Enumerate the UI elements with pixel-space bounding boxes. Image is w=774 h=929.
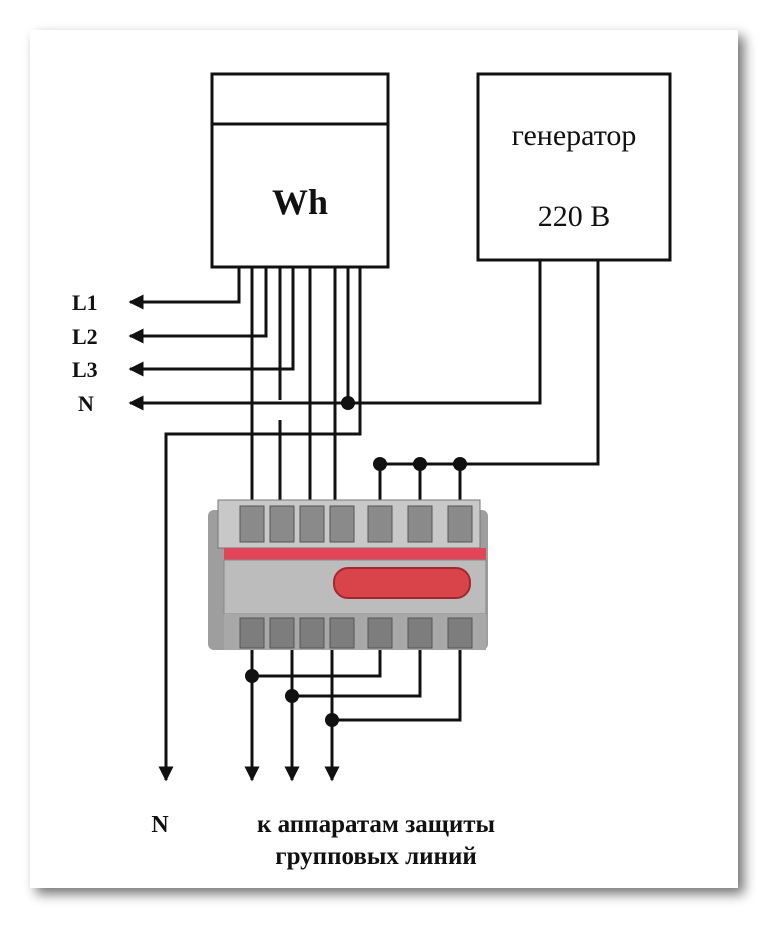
output-caption-line2: групповых линий bbox=[275, 843, 477, 870]
input-label-l1: L1 bbox=[72, 290, 98, 315]
junction-dot bbox=[341, 396, 355, 410]
output-caption-line1: к аппаратам защиты bbox=[257, 811, 495, 838]
junction-dot bbox=[285, 689, 299, 703]
junction-dot bbox=[325, 713, 339, 727]
junction-dot bbox=[245, 669, 259, 683]
junction-dot bbox=[413, 457, 427, 471]
junction-dot bbox=[453, 457, 467, 471]
switch-output-wires bbox=[244, 650, 462, 782]
switch-terminals-top bbox=[239, 505, 473, 543]
input-label-n: N bbox=[78, 391, 94, 416]
input-label-l2: L2 bbox=[72, 324, 98, 349]
input-wires: L1 L2 L3 N bbox=[72, 267, 362, 416]
switch-stripe bbox=[224, 548, 486, 560]
meter-box: Wh bbox=[210, 72, 390, 269]
neutral-output-wire bbox=[158, 403, 362, 782]
meter-to-switch-wires bbox=[250, 267, 350, 520]
input-label-l3: L3 bbox=[72, 357, 98, 382]
junction-dot bbox=[373, 457, 387, 471]
switch-handle[interactable] bbox=[333, 567, 471, 599]
generator-box: генератор 220 В bbox=[476, 72, 672, 262]
meter-label: Wh bbox=[272, 182, 328, 222]
generator-voltage: 220 В bbox=[538, 200, 611, 233]
transfer-switch bbox=[208, 499, 488, 650]
generator-title: генератор bbox=[512, 119, 637, 152]
switch-terminals-bottom bbox=[239, 617, 473, 649]
output-neutral-label: N bbox=[151, 812, 169, 838]
generator-wires bbox=[341, 260, 600, 520]
